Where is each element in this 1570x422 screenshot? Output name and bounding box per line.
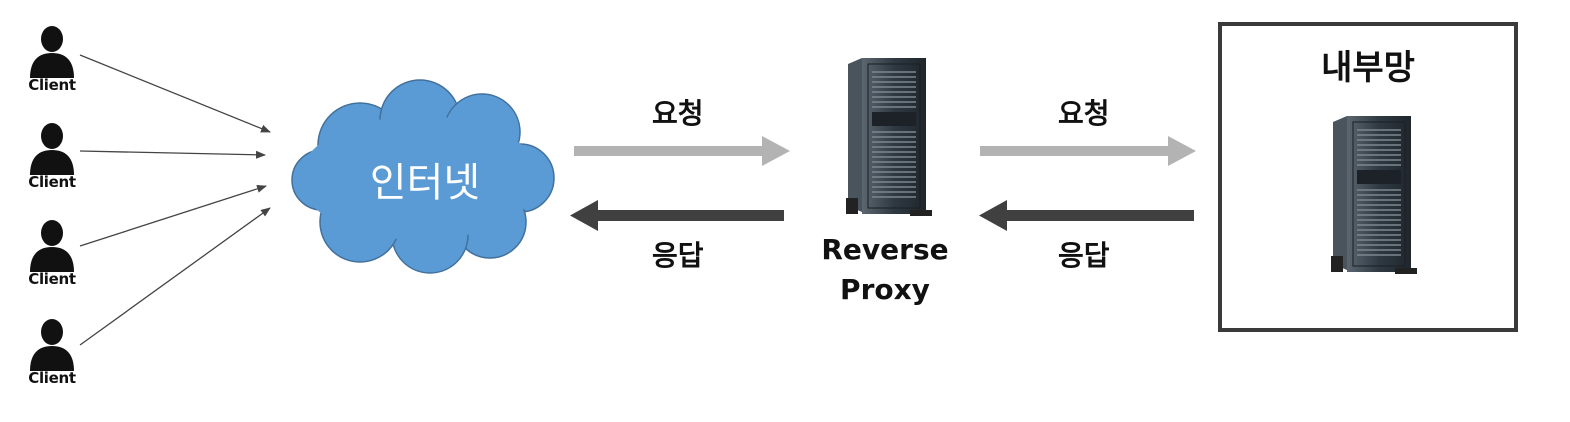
proxy-server-icon [846,58,932,216]
client-label: Client [28,173,76,191]
client-4: Client [22,317,82,387]
client-connector-3 [79,184,267,247]
left-request-arrow [574,136,790,166]
user-icon [30,319,74,371]
client-label: Client [28,270,76,288]
internet-cloud [291,79,555,274]
right-response-arrow [979,200,1194,231]
user-icon [30,123,74,175]
left-request-label: 요청 [652,97,704,130]
internal-network-title: 내부망 [1321,48,1415,88]
client-label: Client [28,369,76,387]
left-response-label: 응답 [652,239,704,272]
right-request-arrow [980,136,1196,166]
left-response-arrow [570,200,784,231]
user-icon [30,26,74,78]
user-icon [30,220,74,272]
client-connector-4 [79,207,271,346]
client-label: Client [28,76,76,94]
internal-server-icon [1331,116,1417,274]
client-connector-1 [79,54,271,133]
proxy-label: Reverse Proxy [805,230,965,310]
internal-network-box: 내부망 [1218,22,1518,332]
right-response-label: 응답 [1058,239,1110,272]
client-1: Client [22,24,82,94]
internet-label: 인터넷 [369,160,481,206]
client-2: Client [22,121,82,191]
proxy-label-line2: Proxy [840,273,930,306]
proxy-label-line1: Reverse [821,233,949,266]
client-connector-2 [79,150,266,159]
right-request-label: 요청 [1058,97,1110,130]
client-3: Client [22,218,82,288]
